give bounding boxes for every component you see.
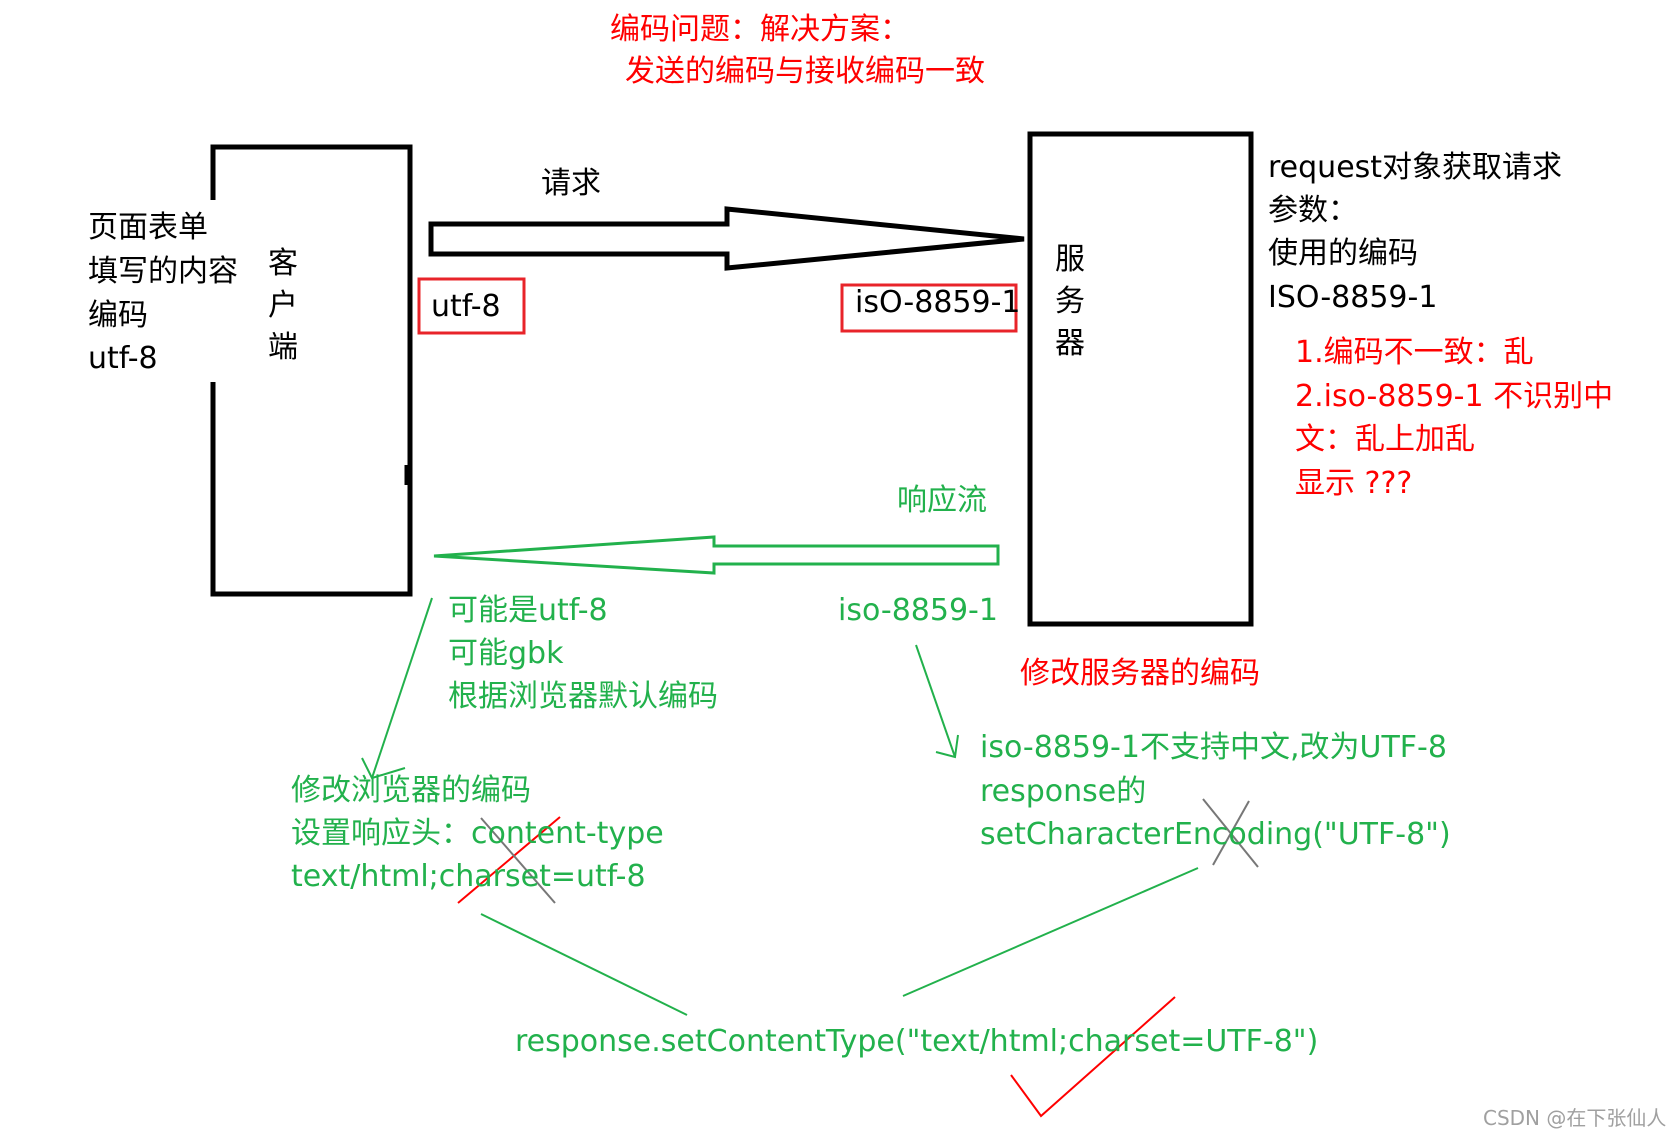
client-form-line-1: 页面表单 bbox=[88, 210, 208, 245]
client-encoding-tag: utf-8 bbox=[431, 289, 501, 324]
problem-line-3: 文：乱上加乱 bbox=[1295, 422, 1475, 457]
fix-browser-line-1: 修改浏览器的编码 bbox=[291, 773, 531, 808]
utf8-tag-box bbox=[417, 277, 526, 335]
content-type-cross-red bbox=[457, 816, 561, 904]
client-form-line-4: utf-8 bbox=[88, 341, 158, 376]
server-note-2: 参数： bbox=[1268, 193, 1358, 228]
server-label-char-1: 服 bbox=[1055, 242, 1085, 277]
server-note-4: ISO-8859-1 bbox=[1268, 280, 1438, 315]
client-box bbox=[210, 144, 413, 597]
merge-line-right bbox=[902, 867, 1199, 997]
browser-line-2: 可能gbk bbox=[448, 636, 564, 671]
fix-server-title: 修改服务器的编码 bbox=[1020, 656, 1260, 691]
client-form-line-2: 填写的内容 bbox=[88, 254, 238, 289]
client-form-line-3: 编码 bbox=[88, 298, 148, 333]
client-label-char-1: 客 bbox=[268, 246, 298, 281]
fix-browser-line-3: text/html;charset=utf-8 bbox=[291, 859, 646, 894]
server-label-char-3: 器 bbox=[1055, 326, 1085, 361]
server-label-char-2: 务 bbox=[1055, 284, 1085, 319]
browser-fix-arrowhead bbox=[361, 757, 406, 780]
fix-browser-line-2: 设置响应头：content-type bbox=[291, 816, 664, 851]
client-label-char-2: 户 bbox=[268, 288, 298, 323]
server-note-1: request对象获取请求 bbox=[1268, 150, 1563, 185]
title-line-2: 发送的编码与接收编码一致 bbox=[625, 54, 985, 89]
fix-server-line-2: response的 bbox=[980, 774, 1147, 809]
server-fix-arrow bbox=[915, 644, 956, 758]
problem-line-4: 显示 ??? bbox=[1295, 466, 1413, 501]
watermark: CSDN @在下张仙人 bbox=[1483, 1106, 1667, 1130]
final-solution: response.setContentType("text/html;chars… bbox=[515, 1024, 1319, 1059]
browser-line-1: 可能是utf-8 bbox=[448, 593, 608, 628]
title-line-1: 编码问题：解决方案： bbox=[610, 12, 910, 47]
content-type-cross-grey bbox=[480, 817, 556, 904]
response-label: 响应流 bbox=[897, 483, 987, 518]
response-server-encoding: iso-8859-1 bbox=[838, 593, 998, 628]
encoding-cross-b bbox=[1212, 800, 1250, 866]
problem-line-2: 2.iso-8859-1 不识别中 bbox=[1295, 379, 1614, 414]
problem-line-1: 1.编码不一致：乱 bbox=[1295, 335, 1534, 370]
request-label: 请求 bbox=[541, 166, 601, 201]
check-mark bbox=[1010, 996, 1176, 1118]
server-fix-arrowhead bbox=[935, 734, 959, 759]
iso-tag-box bbox=[840, 283, 1018, 333]
server-encoding-tag: isO-8859-1 bbox=[855, 285, 1021, 320]
merge-line-left bbox=[480, 913, 688, 1016]
fix-server-line-3: setCharacterEncoding("UTF-8") bbox=[980, 817, 1451, 852]
request-arrow bbox=[428, 206, 1025, 271]
browser-line-3: 根据浏览器默认编码 bbox=[448, 679, 718, 714]
server-box bbox=[1027, 131, 1254, 627]
browser-fix-arrow bbox=[371, 597, 433, 779]
response-arrow bbox=[433, 535, 1000, 575]
server-note-3: 使用的编码 bbox=[1268, 236, 1418, 271]
fix-server-line-1: iso-8859-1不支持中文,改为UTF-8 bbox=[980, 730, 1447, 765]
client-label-char-3: 端 bbox=[268, 330, 298, 365]
client-box-gap bbox=[205, 200, 221, 382]
